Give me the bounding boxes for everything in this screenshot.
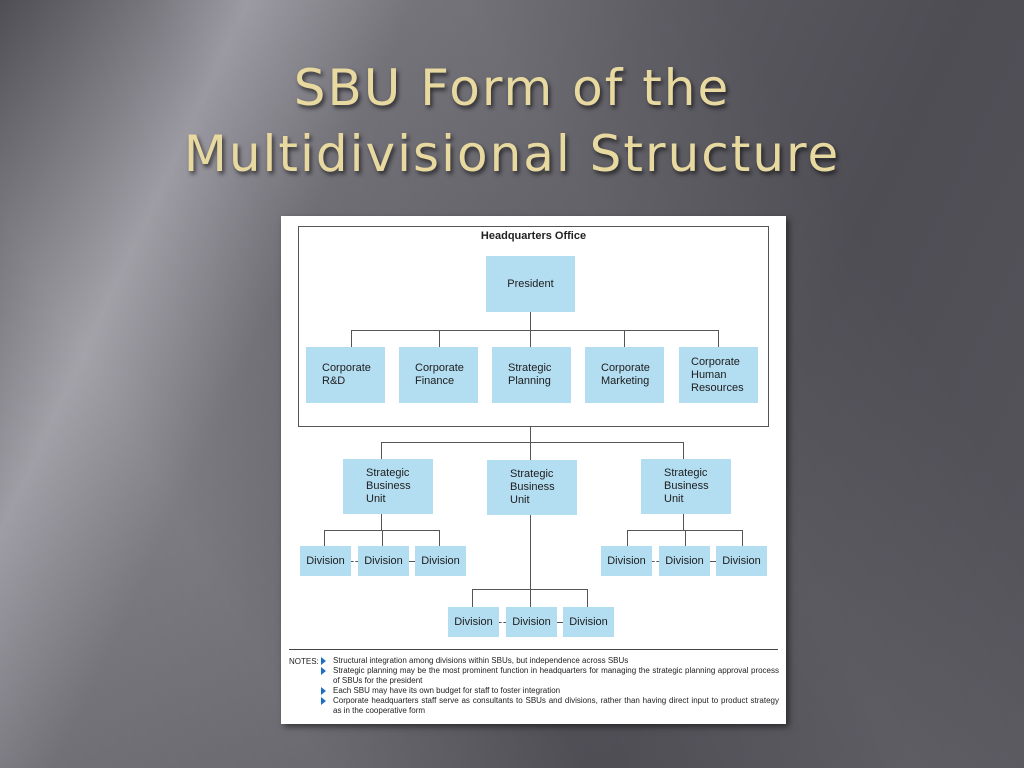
dept-corporate-hr: Corporate Human Resources bbox=[679, 347, 758, 403]
division-label: Division bbox=[722, 554, 761, 567]
division-label: Division bbox=[306, 554, 345, 567]
dept-label: Corporate Marketing bbox=[601, 362, 650, 387]
notes-list: Structural integration among divisions w… bbox=[321, 656, 779, 716]
division-box: Division bbox=[563, 607, 614, 637]
division-link bbox=[710, 561, 716, 562]
division-label: Division bbox=[665, 554, 704, 567]
note-item: Strategic planning may be the most promi… bbox=[321, 666, 779, 686]
connector bbox=[587, 589, 588, 607]
connector bbox=[530, 330, 531, 347]
connector bbox=[685, 530, 686, 546]
connector bbox=[381, 442, 683, 443]
division-link bbox=[351, 561, 358, 562]
bullet-arrow-icon bbox=[321, 657, 326, 665]
notes-label: NOTES: bbox=[289, 657, 319, 666]
sbu-label: Strategic Business Unit bbox=[510, 468, 555, 506]
connector bbox=[683, 514, 684, 530]
note-item: Structural integration among divisions w… bbox=[321, 656, 779, 666]
title-line-2: Multidivisional Structure bbox=[183, 125, 841, 183]
connector bbox=[472, 589, 473, 607]
connector bbox=[381, 514, 382, 530]
title-line-1: SBU Form of the bbox=[293, 59, 731, 117]
connector bbox=[530, 426, 531, 460]
sbu-middle: Strategic Business Unit bbox=[487, 460, 577, 515]
connector bbox=[351, 330, 352, 347]
dept-corporate-marketing: Corporate Marketing bbox=[585, 347, 664, 403]
division-box: Division bbox=[300, 546, 351, 576]
division-box: Division bbox=[358, 546, 409, 576]
connector bbox=[381, 442, 382, 459]
dept-label: Corporate Finance bbox=[415, 362, 464, 387]
hq-title: Headquarters Office bbox=[480, 230, 587, 242]
division-link bbox=[409, 561, 415, 562]
dept-label: Corporate Human Resources bbox=[691, 355, 744, 394]
division-box: Division bbox=[716, 546, 767, 576]
bullet-arrow-icon bbox=[321, 667, 326, 675]
connector bbox=[324, 530, 325, 546]
division-link bbox=[499, 622, 506, 623]
headquarters-office-frame: Headquarters Office bbox=[298, 226, 769, 427]
connector bbox=[439, 530, 440, 546]
connector bbox=[530, 515, 531, 589]
note-item: Corporate headquarters staff serve as co… bbox=[321, 696, 779, 716]
division-box: Division bbox=[448, 607, 499, 637]
dept-strategic-planning: Strategic Planning bbox=[492, 347, 571, 403]
connector bbox=[530, 589, 531, 607]
connector bbox=[683, 442, 684, 459]
connector bbox=[382, 530, 383, 546]
notes-divider bbox=[289, 649, 778, 650]
division-label: Division bbox=[512, 615, 551, 628]
division-label: Division bbox=[569, 615, 608, 628]
division-label: Division bbox=[421, 554, 460, 567]
division-box: Division bbox=[659, 546, 710, 576]
division-box: Division bbox=[506, 607, 557, 637]
connector bbox=[439, 330, 440, 347]
note-item: Each SBU may have its own budget for sta… bbox=[321, 686, 779, 696]
slide-title: SBU Form of the Multidivisional Structur… bbox=[0, 55, 1024, 187]
dept-label: Corporate R&D bbox=[322, 362, 371, 387]
sbu-left: Strategic Business Unit bbox=[343, 459, 433, 514]
sbu-label: Strategic Business Unit bbox=[664, 467, 709, 505]
division-label: Division bbox=[607, 554, 646, 567]
division-label: Division bbox=[364, 554, 403, 567]
president-label: President bbox=[507, 277, 554, 290]
division-box: Division bbox=[601, 546, 652, 576]
dept-corporate-rd: Corporate R&D bbox=[306, 347, 385, 403]
connector bbox=[742, 530, 743, 546]
division-link bbox=[557, 622, 563, 623]
org-chart-figure: Headquarters Office President Corporate … bbox=[281, 216, 786, 724]
sbu-right: Strategic Business Unit bbox=[641, 459, 731, 514]
connector bbox=[624, 330, 625, 347]
connector bbox=[351, 330, 719, 331]
division-box: Division bbox=[415, 546, 466, 576]
bullet-arrow-icon bbox=[321, 687, 326, 695]
connector bbox=[718, 330, 719, 347]
dept-corporate-finance: Corporate Finance bbox=[399, 347, 478, 403]
sbu-label: Strategic Business Unit bbox=[366, 467, 411, 505]
president-box: President bbox=[486, 256, 575, 312]
dept-label: Strategic Planning bbox=[508, 362, 552, 387]
division-link bbox=[652, 561, 659, 562]
connector bbox=[627, 530, 628, 546]
connector bbox=[530, 312, 531, 331]
division-label: Division bbox=[454, 615, 493, 628]
bullet-arrow-icon bbox=[321, 697, 326, 705]
